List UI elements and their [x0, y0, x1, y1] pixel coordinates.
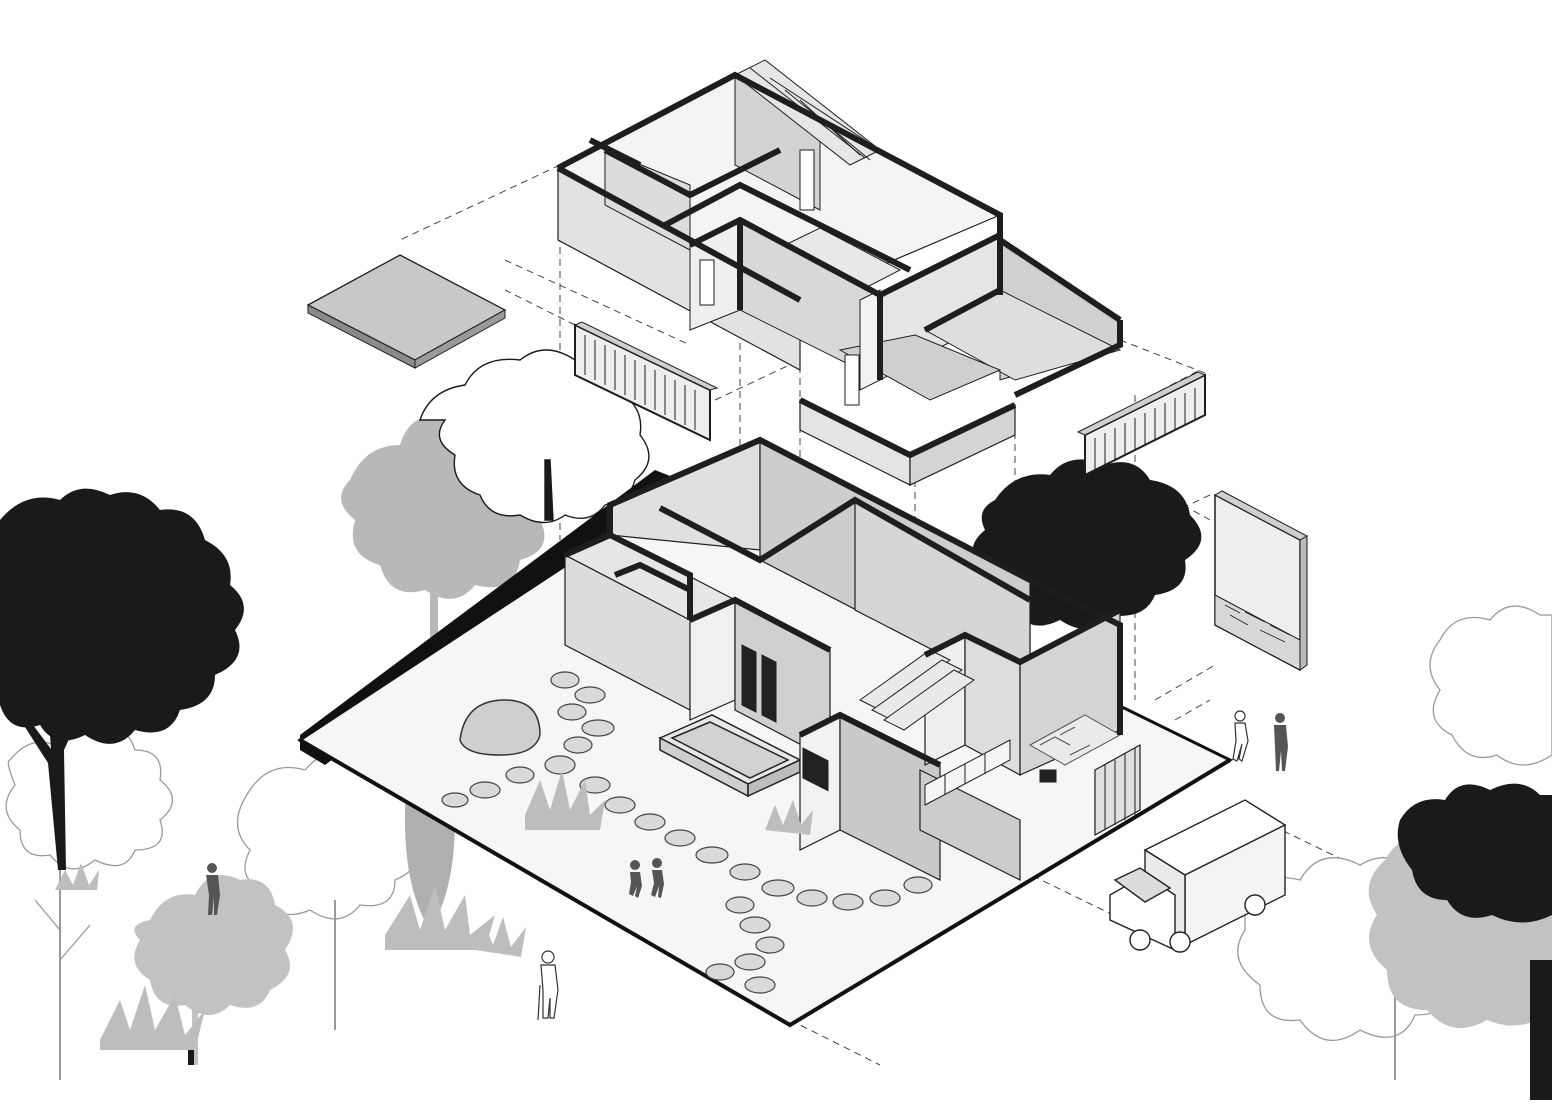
right-screen-panel	[1076, 371, 1207, 477]
ground-stone-court	[1028, 714, 1122, 766]
person-elderly	[537, 950, 559, 1021]
person-children	[629, 858, 664, 898]
delivery-truck	[1109, 799, 1287, 953]
roof-slab	[306, 254, 507, 369]
outline-tree-back	[419, 349, 650, 524]
boulder	[459, 699, 541, 756]
ground-floor	[563, 436, 1141, 881]
shrubs	[55, 770, 813, 1050]
tree-trunks	[188, 1050, 194, 1065]
black-tree-right-edge	[1397, 783, 1552, 1100]
stone-path	[441, 671, 933, 994]
ground-stair	[859, 649, 975, 731]
people	[206, 710, 1288, 1021]
person-left	[206, 863, 220, 915]
person-standing	[1274, 713, 1288, 771]
side-wall-panel	[1213, 490, 1309, 672]
person-walking	[1232, 710, 1249, 762]
upper-floor	[556, 59, 1123, 486]
left-screen-panel	[573, 321, 719, 442]
ground-window-strip	[924, 739, 1011, 806]
black-tree-left	[0, 488, 244, 870]
ground-fence	[1094, 743, 1141, 837]
planter-bench	[658, 714, 802, 798]
